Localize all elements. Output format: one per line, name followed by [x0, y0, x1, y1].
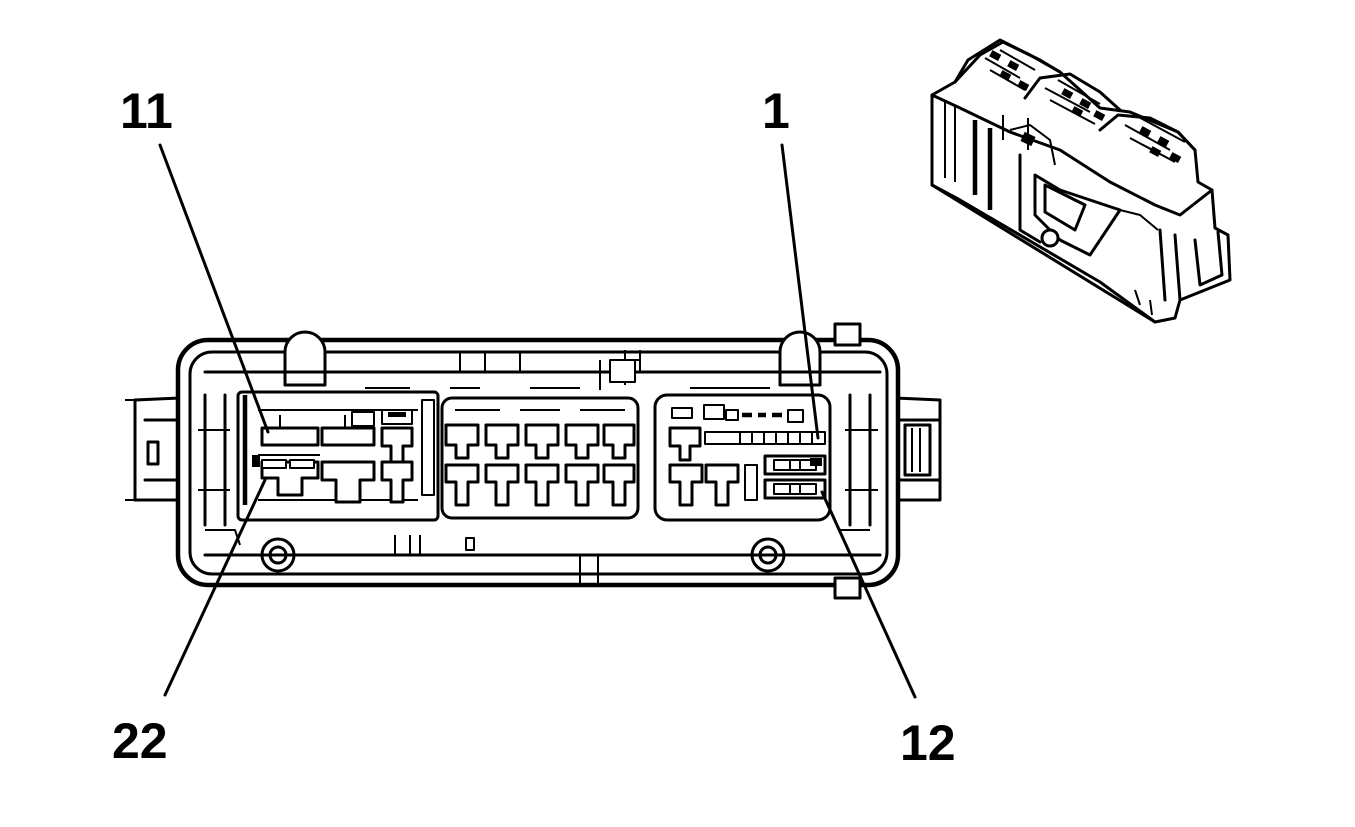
- label-pin-11: 11: [120, 83, 173, 139]
- leader-pin-12: [820, 490, 917, 699]
- connector-isometric-view: [930, 38, 1232, 324]
- leader-pin-22: [163, 478, 267, 697]
- leader-pin-1: [780, 143, 820, 440]
- pin-labels: 11 1 22 12: [112, 83, 956, 771]
- middle-pins: [444, 423, 636, 507]
- leader-lines: [158, 143, 917, 699]
- label-pin-22: 22: [112, 713, 168, 769]
- label-pin-1: 1: [762, 83, 790, 139]
- leader-pin-11: [158, 143, 270, 434]
- connector-face-view: [125, 322, 942, 600]
- label-pin-12: 12: [900, 715, 956, 771]
